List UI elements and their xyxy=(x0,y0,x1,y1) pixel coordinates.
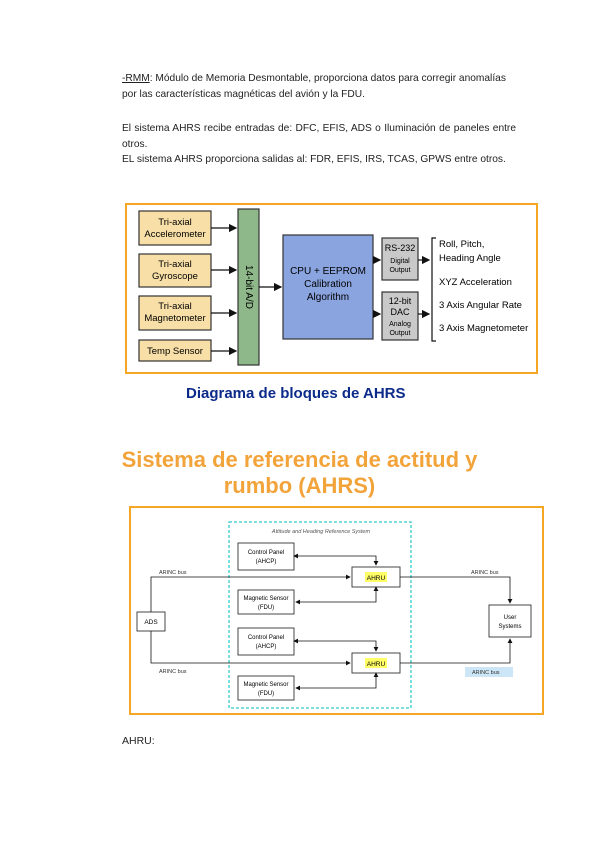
sensor-accelerometer: Tri-axial Accelerometer xyxy=(138,210,212,246)
magnetic-sensor-1: Magnetic Sensor (FDU) xyxy=(237,589,295,615)
block-diagram-caption: Diagrama de bloques de AHRS xyxy=(186,385,406,402)
inputs-paragraph: El sistema AHRS recibe entradas de: DFC,… xyxy=(122,123,516,150)
output-arrows xyxy=(418,255,431,319)
ad-converter: 14-bit A/D xyxy=(237,208,260,366)
bus-labels: ARINC bus ARINC bus ARINC bus ARINC bus xyxy=(159,570,513,677)
output-magnetometer: 3 Axis Magnetometer xyxy=(439,323,528,334)
svg-text:Output: Output xyxy=(389,330,410,337)
svg-text:(FDU): (FDU) xyxy=(258,605,274,611)
rmm-term: -RMM xyxy=(122,73,150,84)
svg-text:CPU + EEPROM: CPU + EEPROM xyxy=(290,266,366,277)
svg-text:12-bit: 12-bit xyxy=(389,296,412,306)
ahru-1: AHRU xyxy=(351,566,401,588)
svg-text:Systems: Systems xyxy=(498,624,521,630)
svg-text:ADS: ADS xyxy=(144,619,158,626)
svg-text:Algorithm: Algorithm xyxy=(307,292,349,303)
title-line-2: rumbo (AHRS) xyxy=(223,473,376,498)
arinc-bus-label-4: ARINC bus xyxy=(472,670,500,676)
dac-block: 12-bit DAC Analog Output xyxy=(381,291,419,341)
svg-text:Output: Output xyxy=(389,267,410,274)
svg-text:(FDU): (FDU) xyxy=(258,691,274,697)
svg-text:Tri-axial: Tri-axial xyxy=(158,217,191,228)
rmm-paragraph: -RMM: Módulo de Memoria Desmontable, pro… xyxy=(122,71,516,102)
sensor-magnetometer: Tri-axial Magnetometer xyxy=(138,295,212,331)
svg-text:Tri-axial: Tri-axial xyxy=(158,259,191,270)
sensor-gyroscope: Tri-axial Gyroscope xyxy=(138,253,212,288)
ahrs-system-label: Attitude and Heading Reference System xyxy=(271,529,371,535)
svg-text:Control Panel: Control Panel xyxy=(248,635,284,641)
svg-text:Calibration: Calibration xyxy=(304,279,352,290)
svg-text:Accelerometer: Accelerometer xyxy=(144,229,205,240)
cpu-block: CPU + EEPROM Calibration Algorithm xyxy=(282,234,374,340)
svg-text:AHRU: AHRU xyxy=(367,661,386,668)
svg-text:DAC: DAC xyxy=(390,307,410,317)
svg-text:Magnetometer: Magnetometer xyxy=(144,313,205,324)
svg-text:Magnetic Sensor: Magnetic Sensor xyxy=(243,596,288,602)
svg-text:Control Panel: Control Panel xyxy=(248,550,284,556)
svg-text:Digital: Digital xyxy=(390,258,410,265)
svg-text:(AHCP): (AHCP) xyxy=(256,559,277,565)
svg-text:Magnetic Sensor: Magnetic Sensor xyxy=(243,682,288,688)
svg-text:Temp Sensor: Temp Sensor xyxy=(147,346,203,357)
rs232-block: RS-232 Digital Output xyxy=(381,237,419,281)
svg-text:AHRU: AHRU xyxy=(367,575,386,582)
svg-text:Gyroscope: Gyroscope xyxy=(152,271,198,282)
user-systems-block: User Systems xyxy=(488,604,532,638)
ahrs-system-boundary xyxy=(228,521,412,709)
svg-text:Tri-axial: Tri-axial xyxy=(158,301,191,312)
ahrs-section-title: Sistema de referencia de actitud y rumbo… xyxy=(0,447,599,499)
control-panel-1: Control Panel (AHCP) xyxy=(237,542,295,571)
sensor-arrows xyxy=(211,223,238,356)
ahru-label: AHRU: xyxy=(122,735,155,747)
magnetic-sensor-2: Magnetic Sensor (FDU) xyxy=(237,675,295,701)
output-acceleration: XYZ Acceleration xyxy=(439,277,512,288)
cpu-output-arrows xyxy=(372,255,382,319)
rmm-description: : Módulo de Memoria Desmontable, proporc… xyxy=(122,73,506,100)
ahru-2: AHRU xyxy=(351,652,401,674)
output-heading: Heading Angle xyxy=(439,253,501,264)
system-diagram: Attitude and Heading Reference System Co… xyxy=(129,506,544,715)
arinc-bus-label-1: ARINC bus xyxy=(159,570,187,576)
outputs-paragraph: EL sistema AHRS proporciona salidas al: … xyxy=(122,154,506,165)
svg-text:User: User xyxy=(504,615,517,621)
block-diagram-svg: Tri-axial Accelerometer Tri-axial Gyrosc… xyxy=(138,208,528,366)
arinc-bus-label-3: ARINC bus xyxy=(471,570,499,576)
svg-text:(AHCP): (AHCP) xyxy=(256,644,277,650)
system-diagram-svg: Attitude and Heading Reference System Co… xyxy=(136,521,532,709)
system-connections xyxy=(150,553,513,691)
arinc-bus-label-2: ARINC bus xyxy=(159,669,187,675)
title-line-1: Sistema de referencia de actitud y xyxy=(121,447,478,472)
control-panel-2: Control Panel (AHCP) xyxy=(237,627,295,656)
svg-text:RS-232: RS-232 xyxy=(385,243,416,253)
svg-text:Analog: Analog xyxy=(389,321,411,328)
output-angular-rate: 3 Axis Angular Rate xyxy=(439,300,522,311)
sensor-temp: Temp Sensor xyxy=(138,339,212,362)
arinc-bus-highlight xyxy=(465,667,513,677)
output-roll-pitch: Roll, Pitch, xyxy=(439,239,484,250)
block-diagram: Tri-axial Accelerometer Tri-axial Gyrosc… xyxy=(125,203,538,374)
output-bracket xyxy=(431,237,436,342)
svg-text:14-bit A/D: 14-bit A/D xyxy=(243,265,254,309)
output-labels: Roll, Pitch, Heading Angle XYZ Accelerat… xyxy=(439,239,528,334)
ads-block: ADS xyxy=(136,611,166,632)
